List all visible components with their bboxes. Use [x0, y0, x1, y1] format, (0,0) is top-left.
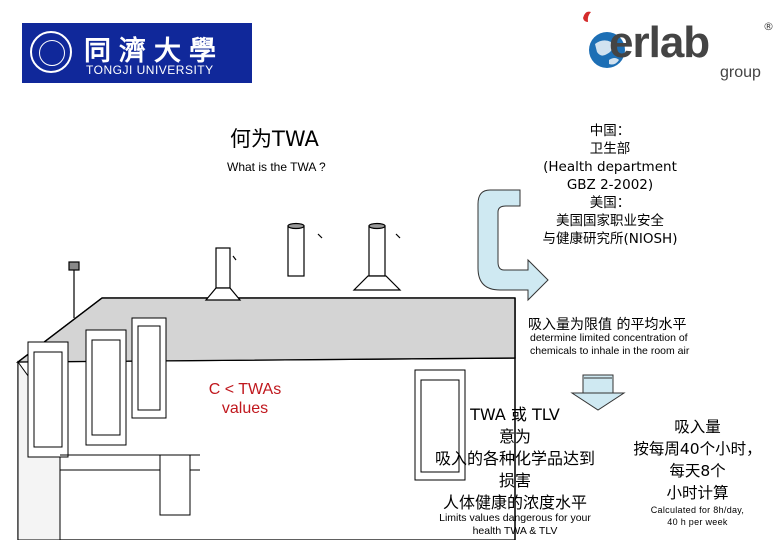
authority-line: GBZ 2-2002): [566, 177, 654, 193]
calculation-english-line: 40 h per week: [667, 517, 728, 527]
calculation-english-line: Calculated for 8h/day,: [650, 505, 745, 515]
twa-tlv-english-line: health TWA & TLV: [472, 525, 558, 537]
authority-line: 中国：: [589, 123, 631, 139]
authority-line: 美国国家职业安全: [556, 213, 664, 229]
erlab-group-logo: erlab ® group: [575, 8, 775, 86]
twa-tlv-line: 意为: [498, 427, 531, 446]
room-concentration-label: C < TWAs values: [200, 380, 290, 418]
definition-english-line: chemicals to inhale in the room air: [530, 345, 690, 357]
erlab-wordmark: erlab: [609, 18, 710, 67]
twa-tlv-line: TWA 或 TLV: [470, 405, 560, 424]
calculation-line: 按每周40个小时，: [633, 440, 762, 458]
erlab-globe-icon: [583, 11, 625, 68]
twa-tlv-english-line: Limits values dangerous for your: [439, 512, 591, 524]
tongji-seal-icon: [30, 31, 72, 73]
authority-line: 与健康研究所(NIOSH): [542, 231, 678, 247]
authority-line: 美国：: [589, 195, 631, 211]
erlab-registered-mark: ®: [763, 20, 774, 33]
room-label-line: C < TWAs: [208, 381, 282, 398]
twa-tlv-line: 人体健康的浓度水平: [442, 493, 587, 512]
calculation-block: 吸入量 按每周40个小时， 每天8个 小时计算: [620, 416, 775, 504]
authority-line: 卫生部: [589, 141, 631, 157]
twa-tlv-line: 损害: [498, 471, 531, 490]
page-subtitle: What is the TWA ?: [227, 160, 326, 174]
twa-tlv-block: TWA 或 TLV 意为 吸入的各种化学品达到 损害 人体健康的浓度水平: [410, 404, 620, 514]
calculation-english: Calculated for 8h/day, 40 h per week: [620, 504, 775, 528]
page-title: 何为TWA: [230, 127, 319, 151]
authorities-block: 中国： 卫生部 (Health department GBZ 2-2002) 美…: [525, 122, 695, 248]
twa-tlv-english: Limits values dangerous for your health …: [410, 512, 620, 538]
definition-chinese: 吸入量为限值 的平均水平: [528, 317, 687, 333]
erlab-group-text: group: [720, 64, 761, 81]
twa-tlv-line: 吸入的各种化学品达到: [434, 449, 595, 468]
calculation-line: 吸入量: [674, 418, 721, 436]
calculation-line: 每天8个: [669, 462, 726, 480]
tongji-logo-chinese: 同濟大學: [84, 36, 224, 67]
room-interior: [17, 317, 466, 540]
definition-english-line: determine limited concentration of: [530, 332, 688, 344]
tongji-logo-english: TONGJI UNIVERSITY: [86, 63, 214, 77]
definition-english: determine limited concentration of chemi…: [530, 332, 750, 358]
calculation-line: 小时计算: [666, 484, 729, 502]
room-label-line: values: [221, 400, 269, 417]
down-arrow-icon: [570, 374, 626, 411]
tongji-university-logo: 同濟大學 TONGJI UNIVERSITY: [22, 23, 252, 83]
authority-line: (Health department: [543, 159, 677, 175]
exhaust-hoods: [68, 222, 402, 318]
curved-arrow-icon: [477, 189, 549, 302]
